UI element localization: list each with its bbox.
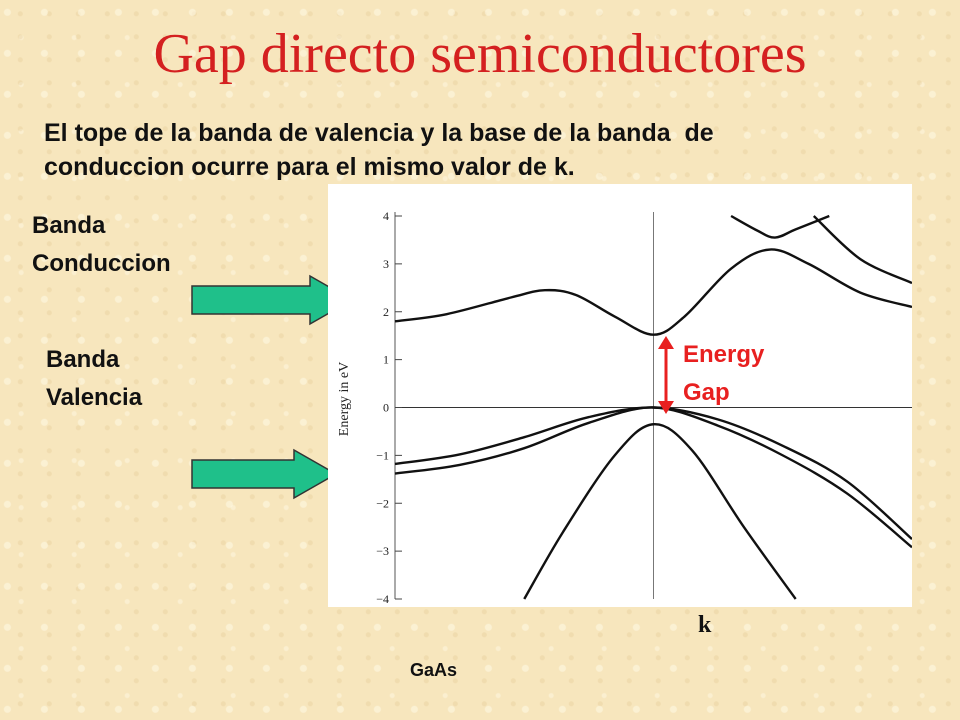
y-tick-label: 1 — [383, 353, 389, 367]
gap-label-line-2: Gap — [683, 379, 730, 406]
y-tick-label: −3 — [376, 544, 389, 558]
band-curve-5 — [394, 406, 913, 549]
subtitle-line-2: conduccion ocurre para el mismo valor de… — [44, 153, 575, 181]
k-axis-label: k — [698, 612, 712, 638]
y-axis-label: Energy in eV — [337, 362, 352, 436]
y-tick-label: −1 — [376, 448, 389, 462]
y-tick-label: 0 — [383, 401, 389, 415]
valence-band-label: Banda Valencia — [46, 341, 142, 417]
band-curve-6 — [523, 423, 797, 600]
valence-label-line-1: Banda — [46, 346, 120, 373]
y-tick-label: 2 — [383, 305, 389, 319]
band-curve-1 — [394, 248, 913, 336]
subtitle-line-1: El tope de la banda de valencia y la bas… — [44, 119, 714, 147]
band-structure-chart: 4 3 2 1 0 −1 −2 −3 −4 Energy in eV — [337, 209, 913, 606]
slide-title: Gap directo semiconductores — [153, 23, 807, 85]
conduction-band-label: Banda Conduccion — [32, 207, 171, 283]
valence-label-line-2: Valencia — [46, 384, 143, 411]
slide-subtitle: El tope de la banda de valencia y la bas… — [44, 116, 924, 184]
conduction-label-line-1: Banda — [32, 212, 106, 239]
valence-arrow-icon — [191, 448, 338, 500]
y-tick-label: −4 — [376, 592, 389, 606]
energy-gap-label: Energy Gap — [683, 336, 764, 412]
material-label: GaAs — [410, 660, 458, 680]
band-structure-plot: 4 3 2 1 0 −1 −2 −3 −4 Energy in eV — [328, 184, 913, 607]
band-curve-3 — [812, 215, 913, 285]
band-curve-2 — [730, 214, 830, 239]
y-tick-label: −2 — [376, 496, 389, 510]
gap-label-line-1: Energy — [683, 341, 765, 368]
y-tick-label: 3 — [383, 257, 389, 271]
y-tick-label: 4 — [383, 209, 389, 223]
energy-gap-arrow-icon — [658, 336, 674, 414]
conduction-label-line-2: Conduccion — [32, 250, 171, 277]
